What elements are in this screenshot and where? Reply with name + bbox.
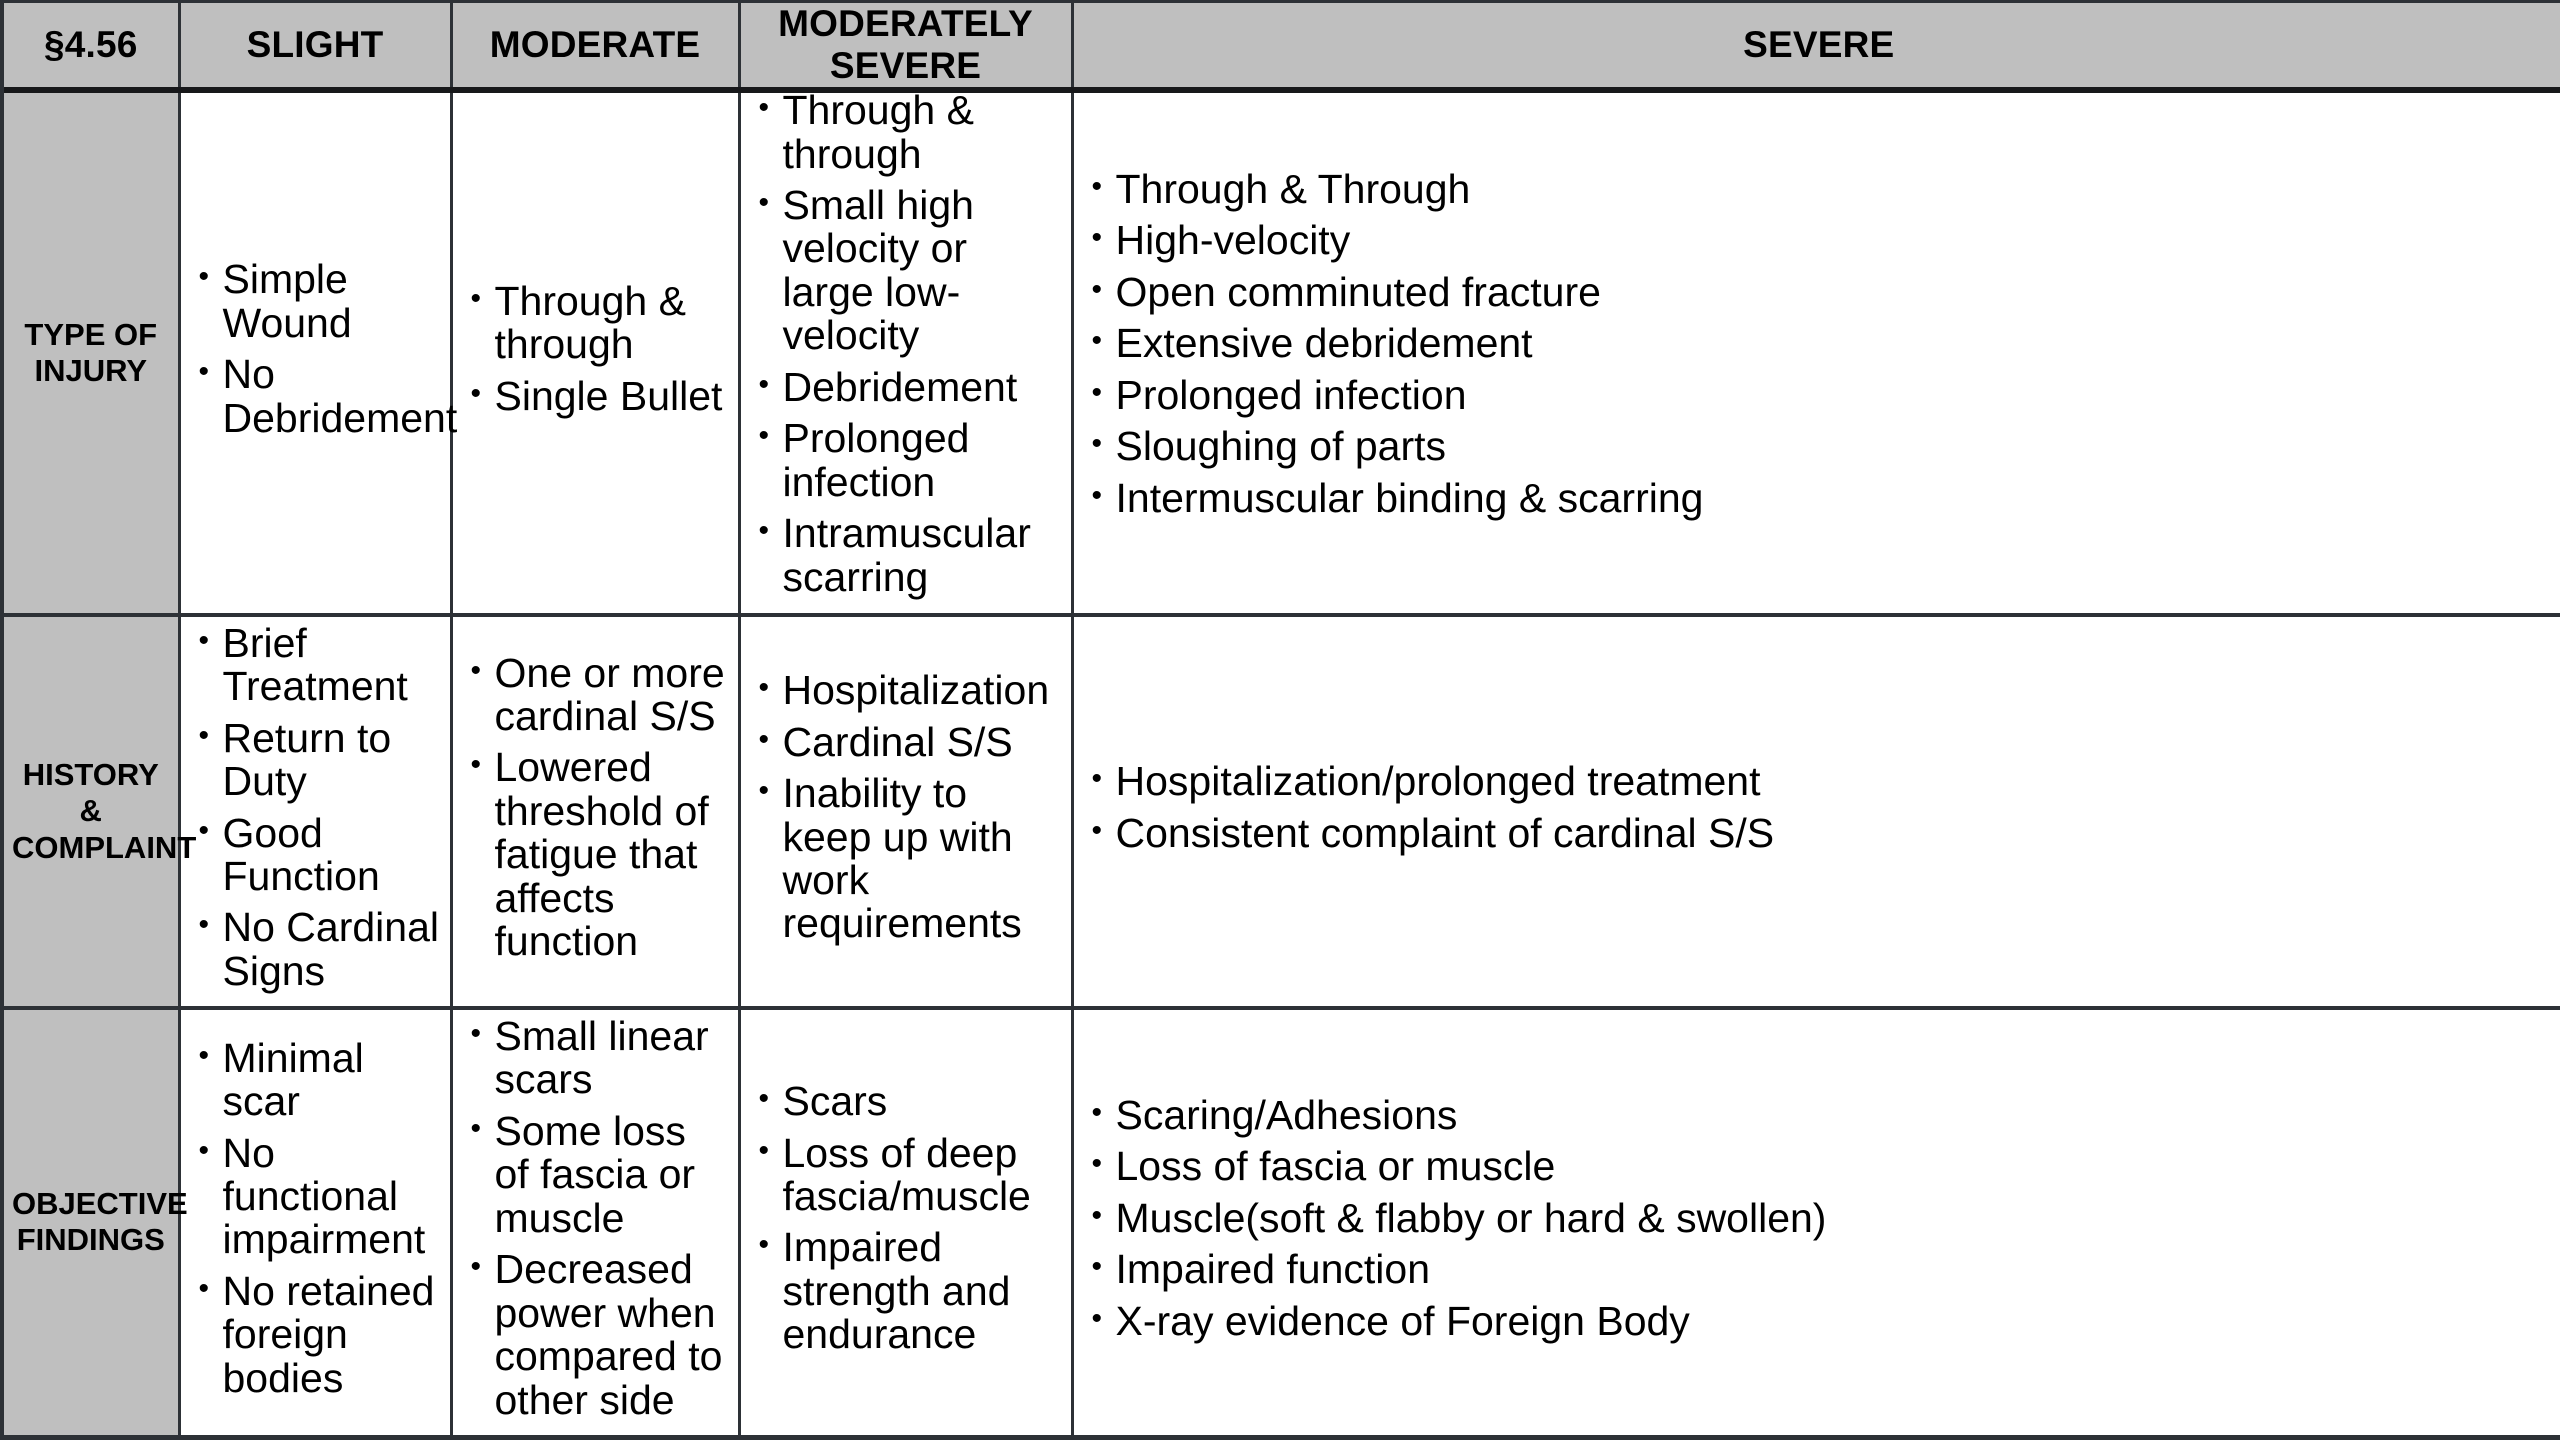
bullet-list: Through & ThroughHigh-velocityOpen commi… (1074, 167, 2560, 520)
bullet-item: Hospitalization/prolonged treatment (1090, 759, 2555, 803)
bullet-list: Small linear scarsSome loss of fascia or… (453, 1014, 738, 1422)
cell-1-slight: Simple WoundNo Debridement (179, 90, 458, 616)
bullet-item: Brief Treatment (197, 621, 440, 709)
bullet-item: Simple Wound (197, 257, 440, 345)
bullet-item: X-ray evidence of Foreign Body (1090, 1299, 2555, 1343)
muscle-injury-criteria-table: §4.56 SLIGHT MODERATE MODERATELY SEVERE … (4, 3, 2560, 1435)
bullet-item: No Cardinal Signs (197, 905, 440, 993)
bullet-item: No retained foreign bodies (197, 1269, 440, 1400)
column-header-moderate: MODERATE (451, 3, 741, 93)
bullet-list: Through & throughSingle Bullet (453, 279, 738, 418)
bullet-item: Muscle(soft & flabby or hard & swollen) (1090, 1196, 2555, 1240)
cell-3-sev: Scaring/AdhesionsLoss of fascia or muscl… (1072, 1007, 2560, 1435)
bullet-item: Scaring/Adhesions (1090, 1093, 2555, 1137)
bullet-item: Extensive debridement (1090, 321, 2555, 365)
bullet-item: No functional impairment (197, 1131, 440, 1262)
bullet-item: Good Function (197, 811, 440, 899)
bullet-item: Some loss of fascia or muscle (469, 1109, 728, 1240)
table-body: TYPE OFINJURYSimple WoundNo DebridementT… (4, 88, 2560, 1435)
row-label-line: FINDINGS (16, 1222, 165, 1258)
table-header: §4.56 SLIGHT MODERATE MODERATELY SEVERE … (4, 3, 2560, 93)
bullet-item: Small linear scars (469, 1014, 728, 1102)
bullet-item: Single Bullet (469, 374, 728, 418)
bullet-item: Open comminuted fracture (1090, 270, 2555, 314)
row-label-line: HISTORY & (22, 756, 159, 829)
bullet-item: Minimal scar (197, 1036, 440, 1124)
bullet-item: Through & through (757, 88, 1061, 176)
header-row: §4.56 SLIGHT MODERATE MODERATELY SEVERE … (4, 3, 2560, 93)
cell-3-slight: Minimal scarNo functional impairmentNo r… (179, 1007, 453, 1435)
bullet-list: Through & throughSmall high velocity or … (741, 88, 1071, 599)
bullet-item: Hospitalization (757, 668, 1061, 712)
bullet-list: Hospitalization/prolonged treatmentConsi… (1074, 759, 2560, 855)
bullet-list: Brief TreatmentReturn to DutyGood Functi… (181, 621, 450, 994)
bullet-item: Consistent complaint of cardinal S/S (1090, 811, 2555, 855)
bullet-list: Minimal scarNo functional impairmentNo r… (181, 1036, 450, 1401)
bullet-item: Scars (757, 1079, 1061, 1123)
bullet-item: Impaired strength and endurance (757, 1225, 1061, 1356)
bullet-item: Lowered threshold of fatigue that affect… (469, 745, 728, 963)
row-label-line: COMPLAINT (12, 829, 197, 865)
column-header-slight: SLIGHT (179, 3, 453, 93)
column-header-moderately-severe: MODERATELY SEVERE (739, 3, 1074, 93)
cell-2-sev: Hospitalization/prolonged treatmentConsi… (1072, 615, 2560, 1008)
row-label-2: HISTORY &COMPLAINT (4, 615, 196, 1008)
bullet-item: High-velocity (1090, 218, 2555, 262)
bullet-item: Loss of deep fascia/muscle (757, 1131, 1061, 1219)
column-header-severe: SEVERE (1072, 3, 2560, 93)
bullet-item: Inability to keep up with work requireme… (757, 771, 1061, 946)
bullet-item: Sloughing of parts (1090, 424, 2555, 468)
cell-1-modsev: Through & throughSmall high velocity or … (739, 88, 1074, 616)
bullet-item: Debridement (757, 365, 1061, 409)
bullet-item: Through & through (469, 279, 728, 367)
bullet-item: Cardinal S/S (757, 720, 1061, 764)
table-row: HISTORY &COMPLAINTBrief TreatmentReturn … (4, 615, 2560, 1008)
bullet-item: Prolonged infection (757, 416, 1061, 504)
row-label-line: OBJECTIVE (12, 1185, 188, 1221)
bullet-item: Decreased power when compared to other s… (469, 1247, 728, 1422)
bullet-item: No Debridement (197, 352, 458, 440)
cell-2-modsev: HospitalizationCardinal S/S Inability to … (739, 615, 1074, 1008)
table-row: OBJECTIVEFINDINGSMinimal scarNo function… (4, 1007, 2560, 1435)
bullet-item: Loss of fascia or muscle (1090, 1144, 2555, 1188)
cell-1-sev: Through & ThroughHigh-velocityOpen commi… (1072, 90, 2560, 616)
bullet-item: Small high velocity or large low-velocit… (757, 183, 1061, 358)
bullet-item: Intermuscular binding & scarring (1090, 476, 2555, 520)
bullet-item: Through & Through (1090, 167, 2555, 211)
row-label-line: TYPE OF (24, 316, 158, 352)
cell-1-mod: Through & throughSingle Bullet (451, 90, 741, 616)
bullet-list: HospitalizationCardinal S/S Inability to … (741, 668, 1071, 946)
bullet-list: ScarsLoss of deep fascia/muscleImpaired … (741, 1079, 1071, 1357)
bullet-item: Impaired function (1090, 1247, 2555, 1291)
bullet-list: One or more cardinal S/SLowered threshol… (453, 651, 738, 964)
bullet-list: Scaring/AdhesionsLoss of fascia or muscl… (1074, 1093, 2560, 1343)
bullet-item: Return to Duty (197, 716, 440, 804)
bullet-item: Prolonged infection (1090, 373, 2555, 417)
cell-2-slight: Brief TreatmentReturn to DutyGood Functi… (179, 615, 453, 1008)
column-header-regulation: §4.56 (4, 3, 181, 93)
table-row: TYPE OFINJURYSimple WoundNo DebridementT… (4, 88, 2560, 616)
bullet-item: One or more cardinal S/S (469, 651, 728, 739)
bullet-list: Simple WoundNo Debridement (181, 257, 458, 440)
cell-3-modsev: ScarsLoss of deep fascia/muscleImpaired … (739, 1007, 1074, 1435)
cell-2-mod: One or more cardinal S/SLowered threshol… (451, 615, 741, 1008)
row-label-line: INJURY (34, 353, 148, 389)
bullet-item: Intramuscular scarring (757, 511, 1061, 599)
cell-3-mod: Small linear scarsSome loss of fascia or… (451, 1007, 741, 1435)
